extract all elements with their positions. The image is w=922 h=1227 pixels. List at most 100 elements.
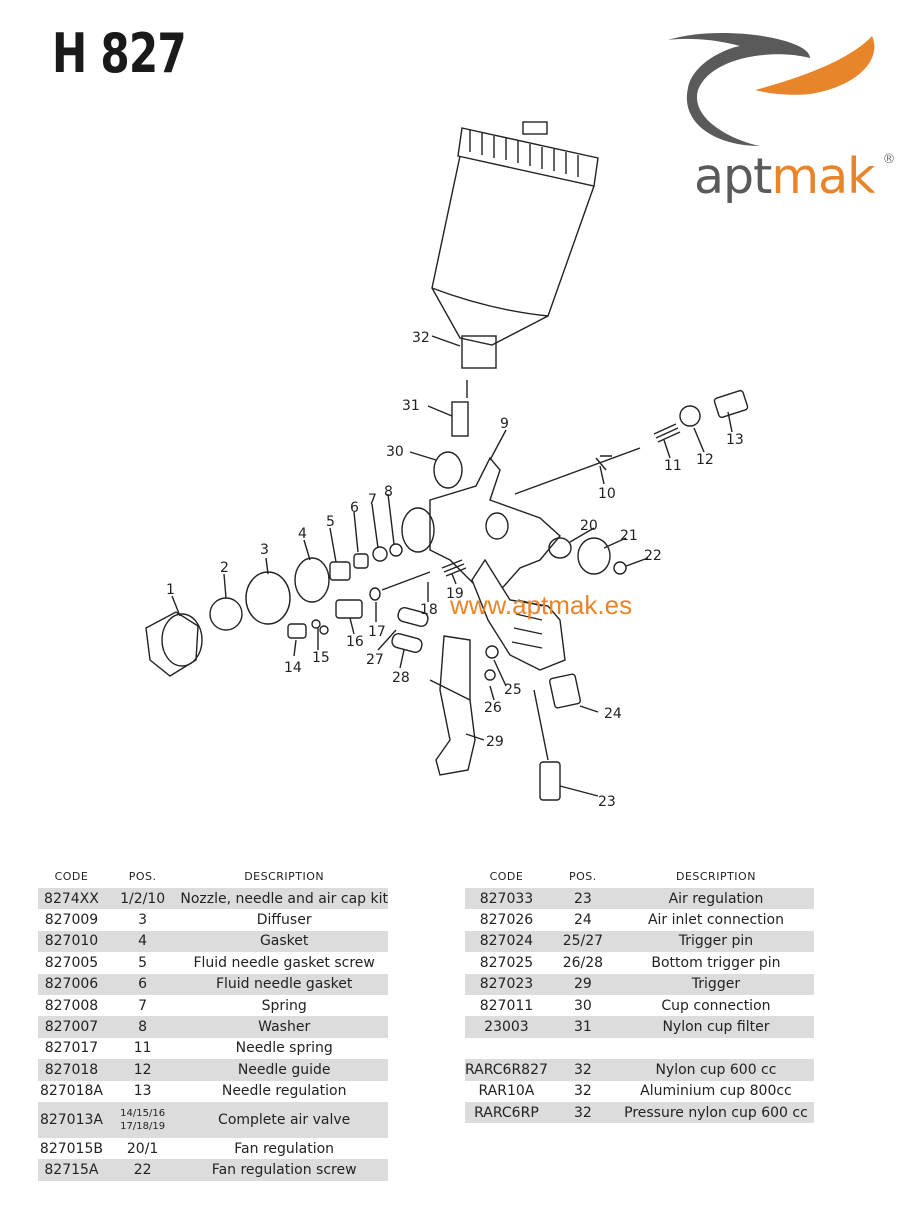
callout-5: 5	[326, 514, 335, 530]
callout-32: 32	[412, 330, 430, 346]
cell-code: 827018	[38, 1059, 105, 1081]
cell-description: Fan regulation screw	[180, 1159, 388, 1181]
cell-code: RARC6RP	[465, 1101, 548, 1124]
cell-description: Pressure nylon cup 600 cc	[617, 1101, 814, 1124]
cell-description: Needle regulation	[221, 1083, 347, 1100]
website-watermark[interactable]: www.aptmak.es	[450, 590, 633, 620]
callout-4: 4	[298, 526, 307, 542]
cell-code: 8274XX	[38, 888, 105, 910]
cell-code: 827017	[44, 1040, 99, 1057]
cell-description: Fan regulation	[234, 1140, 335, 1157]
cell-description: Spring	[261, 997, 307, 1014]
cell-pos: 12	[104, 1059, 181, 1081]
cell-description: Nylon cup 600 cc	[617, 1059, 814, 1081]
callout-21: 21	[620, 528, 638, 544]
callout-28: 28	[392, 670, 410, 686]
cell-pos: 31	[547, 1016, 618, 1038]
cell-pos: 24	[573, 912, 592, 929]
cell-code: 827023	[465, 973, 548, 995]
cell-description: Washer	[180, 1016, 388, 1038]
callout-30: 30	[386, 444, 404, 460]
cell-description: Nozzle, needle and air cap kit	[180, 888, 388, 910]
cell-pos: 32	[547, 1059, 618, 1081]
callout-7: 7	[368, 492, 377, 508]
cell-description: Cup connection	[661, 997, 771, 1014]
callout-20: 20	[580, 518, 598, 534]
callout-17: 17	[368, 624, 386, 640]
callout-27: 27	[366, 652, 384, 668]
callout-10: 10	[598, 486, 616, 502]
cell-pos: 11	[133, 1040, 152, 1057]
cell-pos: 13	[133, 1083, 152, 1100]
callout-24: 24	[604, 706, 622, 722]
header-code: CODE	[54, 869, 89, 883]
cell-pos: 3	[138, 912, 148, 929]
cell-code: 827007	[38, 1016, 105, 1038]
cell-code: RAR10A	[478, 1083, 535, 1100]
cell-description: Gasket	[180, 930, 388, 953]
cell-description: Complete air valve	[180, 1101, 388, 1138]
callout-12: 12	[696, 452, 714, 468]
callout-26: 26	[484, 700, 502, 716]
callout-1: 1	[166, 582, 175, 598]
callout-9: 9	[500, 416, 509, 432]
cell-description: Needle spring	[235, 1040, 333, 1057]
cell-code: 827026	[479, 912, 534, 929]
cell-code: 827008	[44, 997, 99, 1014]
table-spacer-row	[465, 1038, 814, 1059]
callout-11: 11	[664, 458, 682, 474]
brand-name-grey: apt	[694, 148, 772, 205]
cell-pos: 5	[138, 954, 148, 971]
cell-pos: 26/28	[562, 954, 604, 971]
cell-pos-line1: 14/15/16	[120, 1107, 166, 1119]
cell-pos: 32	[547, 1101, 618, 1124]
cell-code: 827006	[38, 973, 105, 995]
header-pos: POS.	[569, 869, 597, 883]
cell-code: 827013A	[38, 1101, 105, 1138]
cell-code: 827010	[38, 930, 105, 953]
callout-3: 3	[260, 542, 269, 558]
cell-pos: 25/27	[547, 930, 618, 953]
brand-name-accent: mak	[771, 148, 875, 205]
cell-description: Fluid needle gasket	[180, 973, 388, 995]
cell-code: 827015B	[39, 1140, 103, 1157]
cell-description: Bottom trigger pin	[651, 954, 781, 971]
cell-description: Trigger pin	[617, 930, 814, 953]
cell-pos: 29	[547, 973, 618, 995]
cell-code: 827011	[479, 997, 534, 1014]
cell-pos: 32	[573, 1083, 592, 1100]
cell-pos: 8	[104, 1016, 181, 1038]
aptmak-logo-swoosh-icon	[668, 33, 875, 146]
callout-18: 18	[420, 602, 438, 618]
cell-pos: 4	[104, 930, 181, 953]
callout-22: 22	[644, 548, 662, 564]
header-pos: POS.	[128, 869, 157, 883]
cell-code: 827024	[465, 930, 548, 953]
callout-31: 31	[402, 398, 420, 414]
cell-pos: 22	[104, 1159, 181, 1181]
header-description: DESCRIPTION	[244, 869, 325, 883]
cell-code: 827005	[44, 954, 99, 971]
callout-25: 25	[504, 682, 522, 698]
cell-description: Trigger	[617, 973, 814, 995]
cell-description: Diffuser	[256, 912, 312, 929]
header-description: DESCRIPTION	[675, 869, 756, 883]
cell-pos: 1/2/10	[104, 888, 181, 910]
